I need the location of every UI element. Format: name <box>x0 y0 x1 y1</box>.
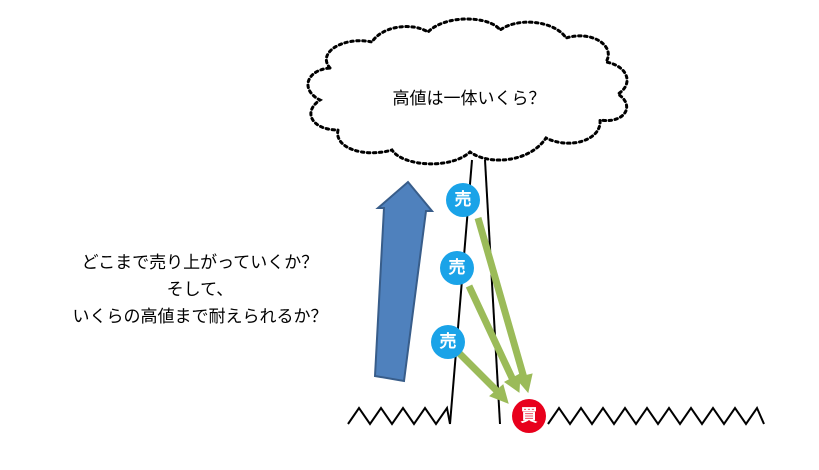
sell-badge-2: 売 <box>440 251 474 285</box>
green-arrow-1-shaft <box>474 217 528 379</box>
green-arrow-2-shaft <box>465 284 517 382</box>
green-arrow-3-shaft <box>455 349 501 395</box>
question-line-1: どこまで売り上がっていくか？ <box>81 253 319 273</box>
sell-badge-3: 売 <box>431 325 465 359</box>
green-arrow-3-head <box>489 384 509 404</box>
left-zigzag-icon <box>347 405 451 426</box>
pillar-right-line <box>484 159 501 425</box>
sell-badge-1: 売 <box>446 183 480 217</box>
big-up-arrow-icon <box>373 180 435 383</box>
thought-cloud-shape <box>306 17 629 166</box>
buy-badge: 買 <box>512 399 546 433</box>
green-arrow-2-head <box>504 373 521 393</box>
green-arrows <box>455 217 533 404</box>
question-line-3: いくらの高値まで耐えられるか？ <box>72 307 328 327</box>
question-line-2: そして、 <box>166 280 234 300</box>
right-zigzag-icon <box>547 405 765 426</box>
cloud-text: 高値は一体いくら？ <box>392 89 546 109</box>
